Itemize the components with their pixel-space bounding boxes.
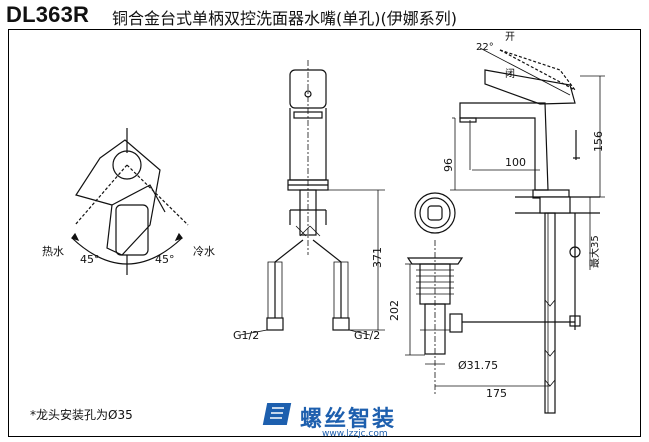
lever-open-outline [499,49,576,91]
dim-96-label: 96 [442,158,455,172]
shank-side [544,212,556,414]
dim-100-label: 100 [505,156,526,169]
cold-water-label: 冷水 [193,245,215,258]
drawing-frame [8,29,641,437]
thread-left-leader [239,329,268,336]
hot-water-label: 热水 [42,245,64,258]
angle-ref-line [479,47,571,96]
top-view [71,128,189,275]
front-view [239,60,385,336]
title-bar: DL363R 铜合金台式单柄双控洗面器水嘴(单孔)(伊娜系列) [0,0,649,30]
angle-right-label: 45° [155,253,175,266]
rod-clip [569,315,581,327]
drain-view [405,192,575,395]
hose-left [274,239,304,318]
installation-note: *龙头安装孔为Ø35 [30,408,133,422]
arc-arrow-right [174,232,183,242]
lever-open-outline-2 [499,49,576,91]
angle-22-label: 22° [476,42,494,53]
dim-156-label: 156 [592,131,605,152]
close-label: 闭 [505,67,515,80]
drain-top-outer [414,192,456,234]
hose-marks [544,299,556,387]
fitting-right [332,317,350,331]
drain-flange [406,257,464,265]
counter-hole [539,196,571,214]
thread-right-label: G1/2 [354,329,380,342]
model-number: DL363R [6,2,90,27]
open-label: 开 [505,32,515,43]
side-view [450,47,605,414]
hatch-marks [295,225,321,237]
hot-45-line [74,164,128,226]
dim-371-label: 371 [371,247,384,268]
aerator-side [459,117,477,123]
thread-left-label: G1/2 [233,329,259,342]
fitting-left [266,317,284,331]
logo-emblem-icon [262,403,292,425]
hose-right [312,239,342,318]
drain-top-inner [419,197,451,229]
cold-45-line [126,164,189,226]
dim-diameter-label: Ø31.75 [458,359,498,372]
dim-175-label: 175 [486,387,507,400]
thread-right-leader [348,329,371,336]
logo-text: 螺丝智装 [300,407,397,432]
spout-side [459,102,549,191]
dim-202-label: 202 [388,300,401,321]
handle-inner-line [111,184,166,213]
dim-max-35-label: 最大35 [588,235,601,268]
drain-top-stopper [427,205,443,221]
drain-pivot-nut [449,313,463,333]
product-description: 铜合金台式单柄双控洗面器水嘴(单孔)(伊娜系列) [112,9,457,28]
arc-arrow-left [71,232,80,242]
angle-left-label: 45° [80,253,100,266]
lever-closed [484,69,576,105]
logo-url: www.lzzjc.com [322,429,388,439]
spout-body [115,204,149,256]
